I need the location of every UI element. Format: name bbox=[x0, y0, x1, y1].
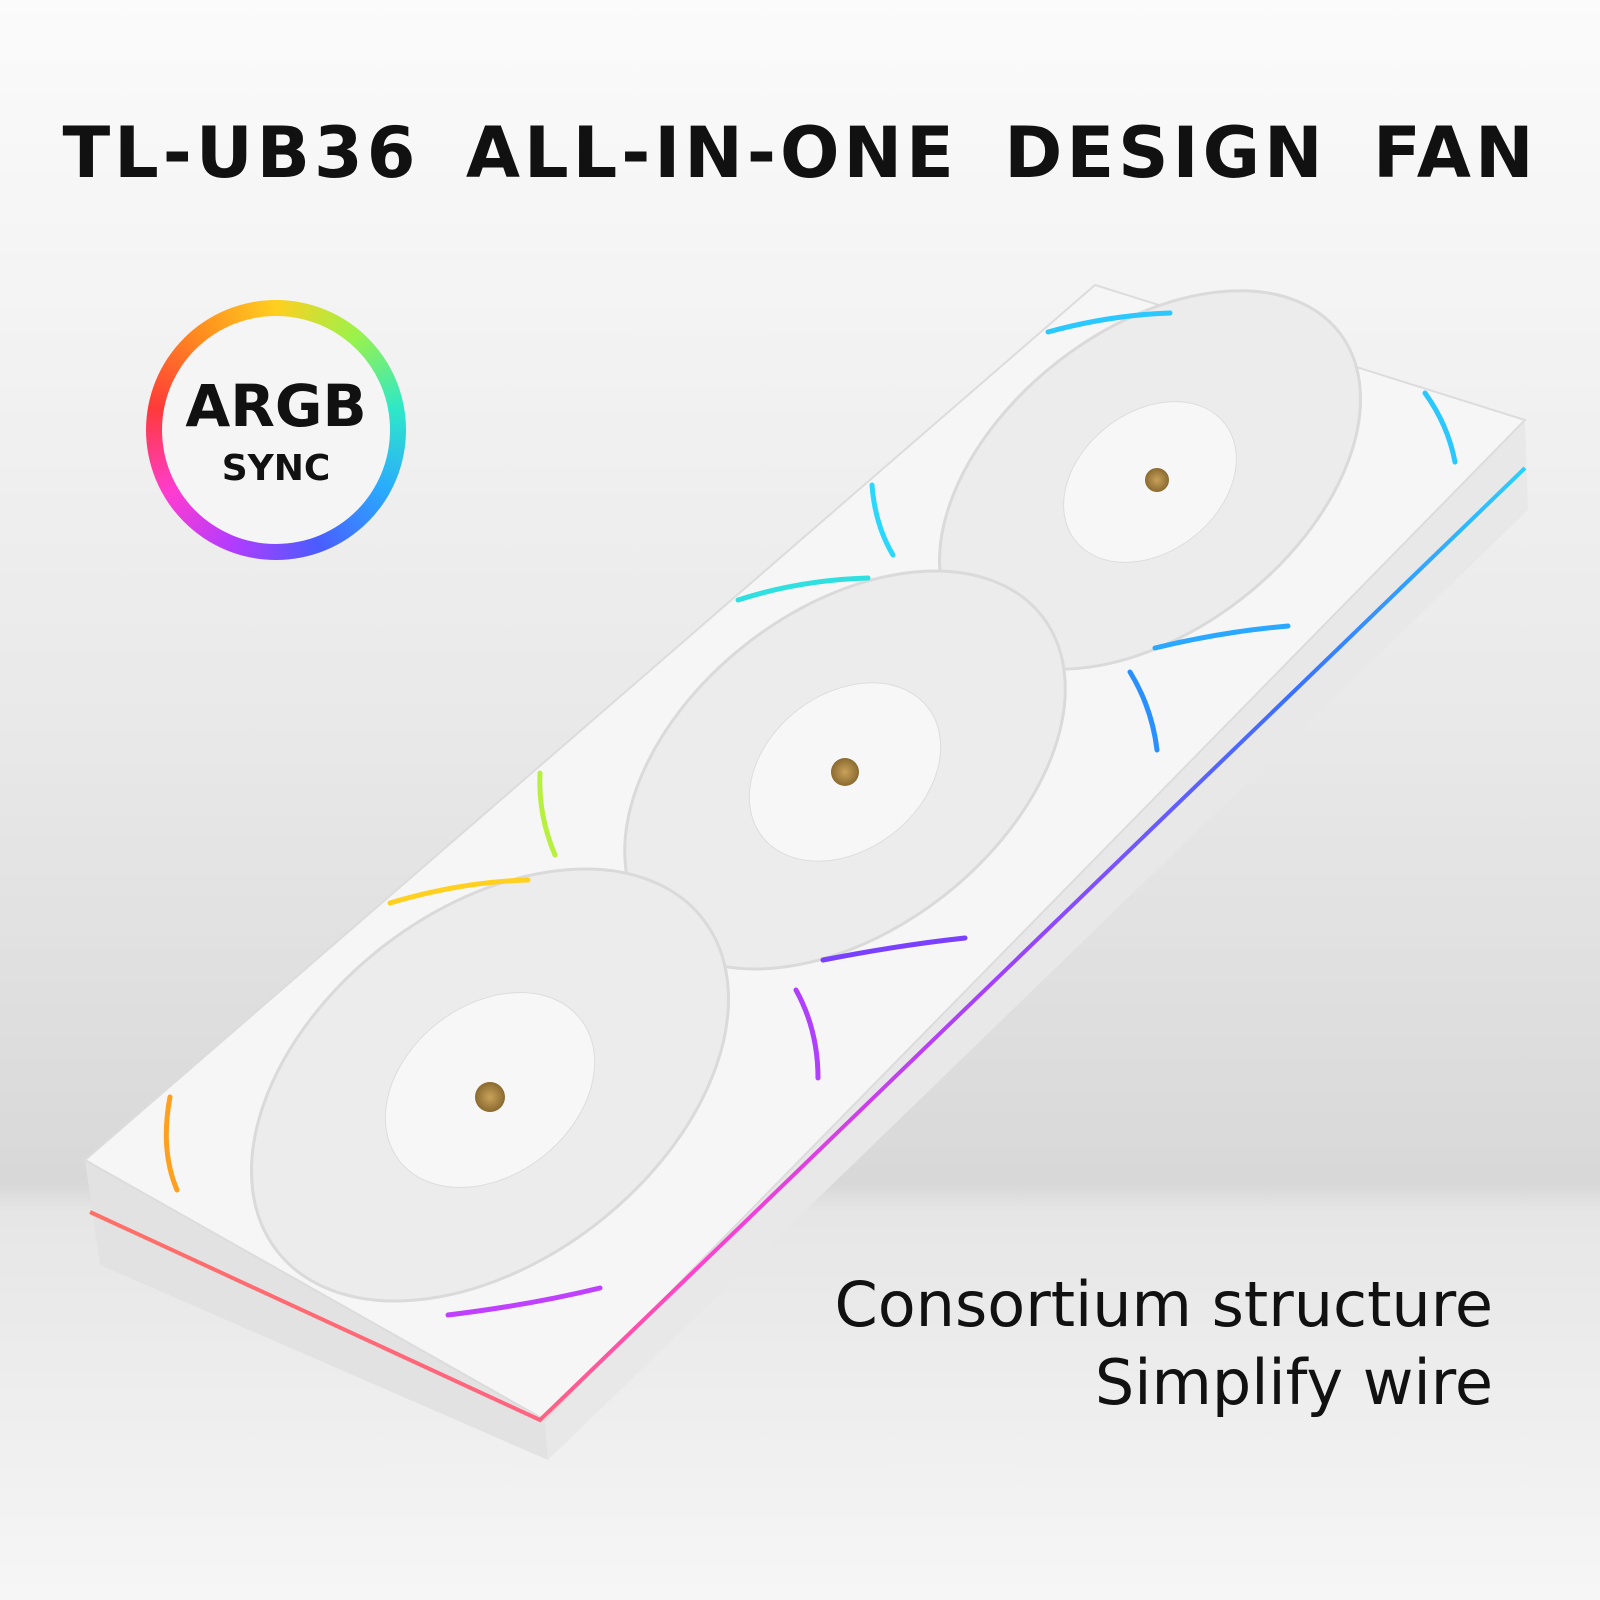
badge-argb-text: ARGB bbox=[185, 372, 367, 440]
fan-3 bbox=[250, 867, 730, 1303]
argb-sync-badge: ARGB SYNC bbox=[146, 300, 406, 560]
badge-inner bbox=[162, 316, 390, 544]
caption-simplify-wire: Simplify wire bbox=[1094, 1346, 1493, 1419]
rgb-accent-arcs bbox=[163, 310, 1458, 1318]
fan-1 bbox=[938, 289, 1362, 671]
badge-sync-text: SYNC bbox=[221, 448, 331, 489]
page-title: TL-UB36 ALL-IN-ONE DESIGN FAN bbox=[62, 112, 1538, 194]
caption-consortium-structure: Consortium structure bbox=[834, 1268, 1493, 1341]
rgb-edge-strip bbox=[89, 466, 1527, 1423]
fan-2 bbox=[623, 569, 1067, 971]
fan-frame-side bbox=[85, 1160, 548, 1460]
